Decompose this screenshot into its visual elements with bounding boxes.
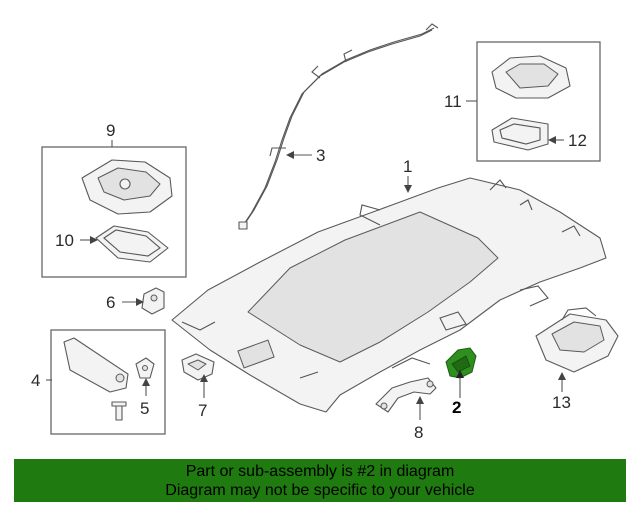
callout-10: 10 xyxy=(55,231,74,250)
callout-1: 1 xyxy=(403,157,412,176)
parts-diagram: 1 2 3 4 5 6 7 8 9 10 11 12 13 xyxy=(31,23,619,442)
dome-lamp-part-9 xyxy=(81,159,173,215)
clip-part-6 xyxy=(141,287,165,315)
lamp-part-11 xyxy=(491,55,571,99)
callout-7: 7 xyxy=(198,401,207,420)
lens-part-10 xyxy=(95,225,169,263)
callout-9: 9 xyxy=(106,121,115,140)
headliner-part xyxy=(171,177,607,413)
callout-3: 3 xyxy=(316,146,325,165)
callout-11: 11 xyxy=(444,92,462,111)
callout-6: 6 xyxy=(106,293,115,312)
lens-part-12 xyxy=(491,117,549,151)
callout-8: 8 xyxy=(414,423,423,442)
group-box-4 xyxy=(50,329,166,435)
clip-part-7 xyxy=(181,353,215,381)
visor-clip-part-5 xyxy=(135,357,155,379)
info-banner: Part or sub-assembly is #2 in diagram Di… xyxy=(14,459,626,502)
console-part-13 xyxy=(535,307,619,373)
grab-handle-part-8 xyxy=(375,377,437,413)
leader-lines xyxy=(46,100,566,420)
callout-12: 12 xyxy=(568,131,587,150)
callout-2: 2 xyxy=(452,398,461,417)
callout-4: 4 xyxy=(31,371,40,390)
callout-5: 5 xyxy=(140,399,149,418)
part-2-bracket xyxy=(445,347,477,379)
banner-line-2: Diagram may not be specific to your vehi… xyxy=(165,482,475,499)
banner-line-1: Part or sub-assembly is #2 in diagram xyxy=(185,463,455,480)
group-box-9-10 xyxy=(41,146,187,278)
sun-visor-part-4 xyxy=(63,337,129,421)
wire-harness-part xyxy=(238,23,439,230)
callout-13: 13 xyxy=(552,393,571,412)
